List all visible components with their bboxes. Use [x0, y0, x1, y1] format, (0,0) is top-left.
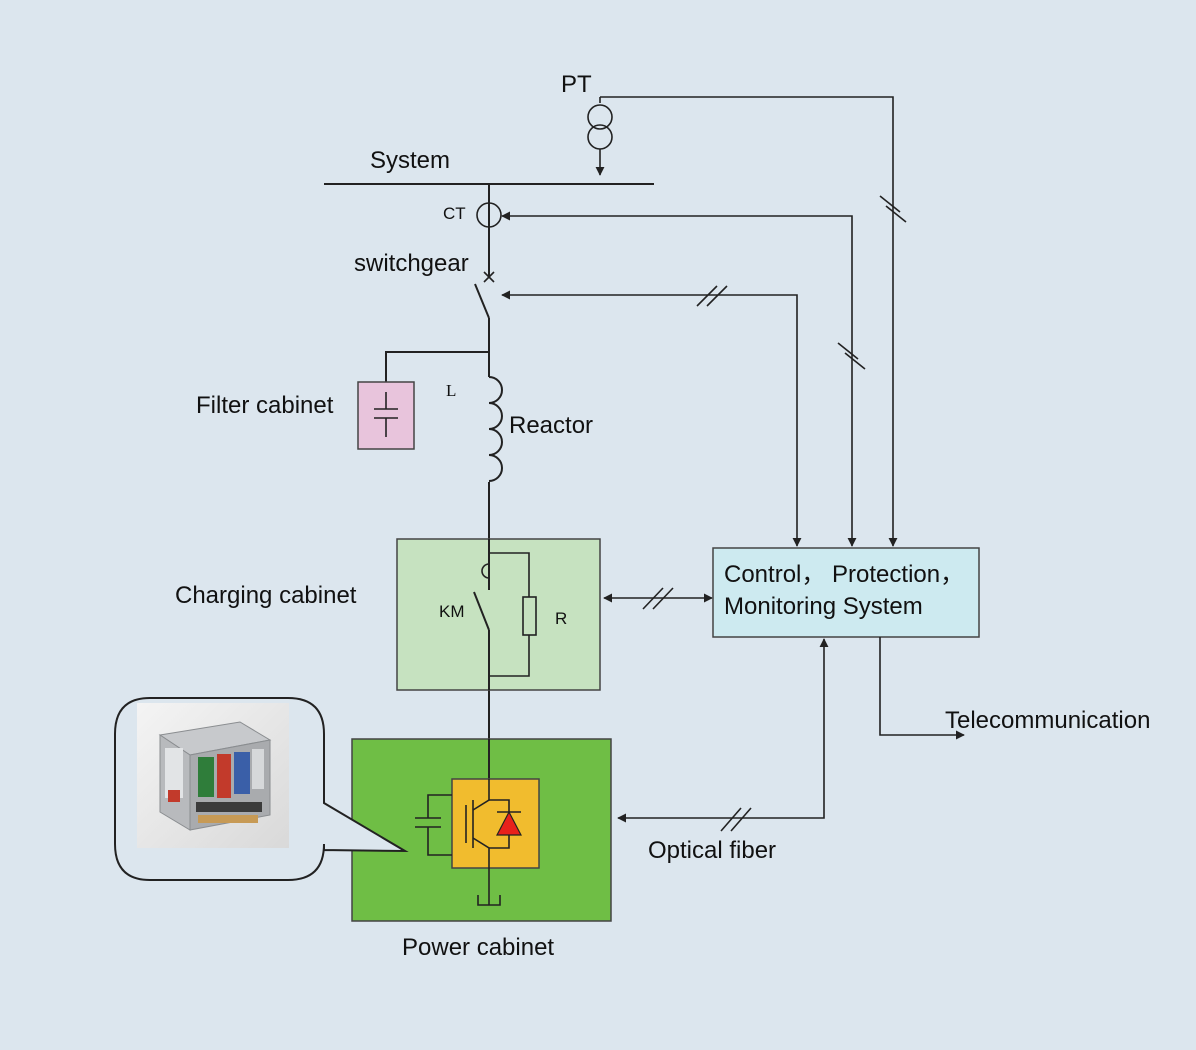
ct-label: CT — [443, 204, 466, 223]
capacitor-icon — [374, 392, 398, 437]
optical-fiber-label: Optical fiber — [648, 837, 776, 864]
km-label: KM — [439, 602, 465, 621]
filter-cabinet-label: Filter cabinet — [196, 392, 334, 419]
reactor-coil — [488, 376, 503, 482]
control-system-line1: Control， Protection， — [724, 561, 964, 588]
equipment-photo — [137, 703, 289, 848]
filter-branch-line — [385, 351, 489, 382]
ground-icon — [477, 868, 501, 906]
optical-fiber-line — [617, 638, 829, 832]
pt-signal-line — [600, 96, 907, 547]
control-system-line2: Monitoring System — [724, 593, 923, 620]
pt-transformer — [587, 97, 613, 176]
switchgear-symbol — [474, 271, 495, 319]
reactor-label: Reactor — [509, 412, 593, 439]
reactor-l-label: L — [446, 381, 456, 400]
ct-symbol — [476, 202, 502, 228]
pt-label: PT — [561, 71, 592, 98]
dc-capacitor-icon — [415, 794, 452, 856]
diode-icon — [496, 810, 522, 836]
charging-cabinet-box — [396, 538, 601, 691]
system-label: System — [370, 147, 450, 174]
charging-circuit — [473, 539, 537, 690]
filter-cabinet-box — [357, 381, 415, 450]
control-system-box — [712, 547, 980, 638]
telecommunication-line — [879, 637, 965, 740]
igbt-module-box — [451, 778, 540, 869]
charging-cabinet-label: Charging cabinet — [175, 582, 357, 609]
switchgear-signal-line — [501, 285, 802, 547]
switchgear-label: switchgear — [354, 250, 469, 277]
r-label: R — [555, 609, 567, 628]
ct-signal-line — [501, 211, 866, 547]
power-cabinet-label: Power cabinet — [402, 934, 554, 961]
charging-signal-line — [603, 587, 713, 610]
telecommunication-label: Telecommunication — [945, 707, 1150, 734]
